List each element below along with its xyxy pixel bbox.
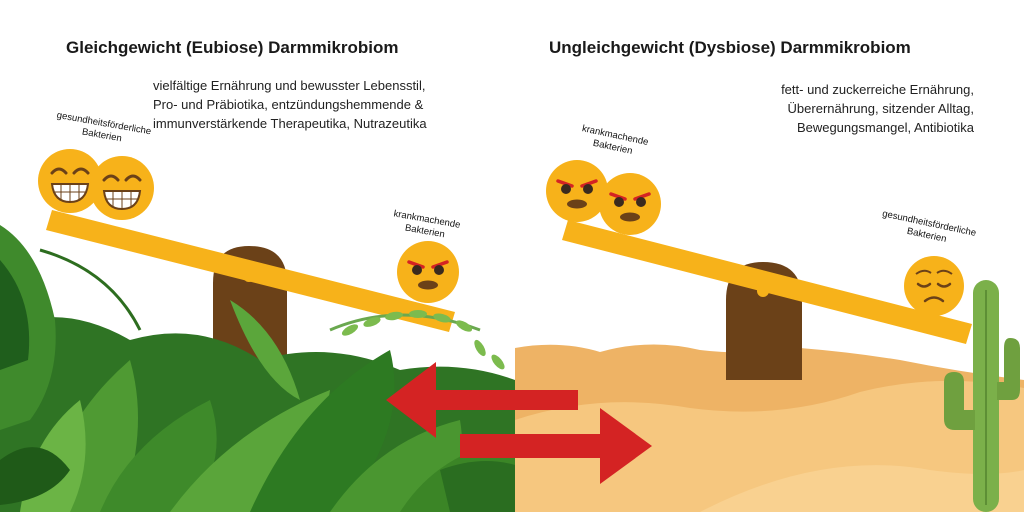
seesaw-right <box>562 220 972 344</box>
seesaw-left <box>46 210 455 332</box>
jungle-foliage <box>0 225 515 512</box>
grinning-face-icon <box>38 149 102 213</box>
cactus-icon <box>944 280 1020 512</box>
right-arrow-icon <box>460 408 652 484</box>
dysbiose-title: Ungleichgewicht (Dysbiose) Darmmikrobiom <box>549 38 911 57</box>
angry-face-icon <box>546 160 608 222</box>
sad-face-icon <box>904 256 964 316</box>
left-arrow-icon <box>386 362 578 438</box>
eubiose-title: Gleichgewicht (Eubiose) Darmmikrobiom <box>66 38 399 57</box>
dysbiose-description: fett- und zuckerreiche Ernährung, Überer… <box>781 82 974 135</box>
angry-face-icon <box>599 173 661 235</box>
eubiose-description: vielfältige Ernährung und bewusster Lebe… <box>153 78 427 131</box>
desert-background <box>515 344 1024 512</box>
grinning-face-icon <box>90 156 154 220</box>
angry-face-icon <box>397 241 459 303</box>
